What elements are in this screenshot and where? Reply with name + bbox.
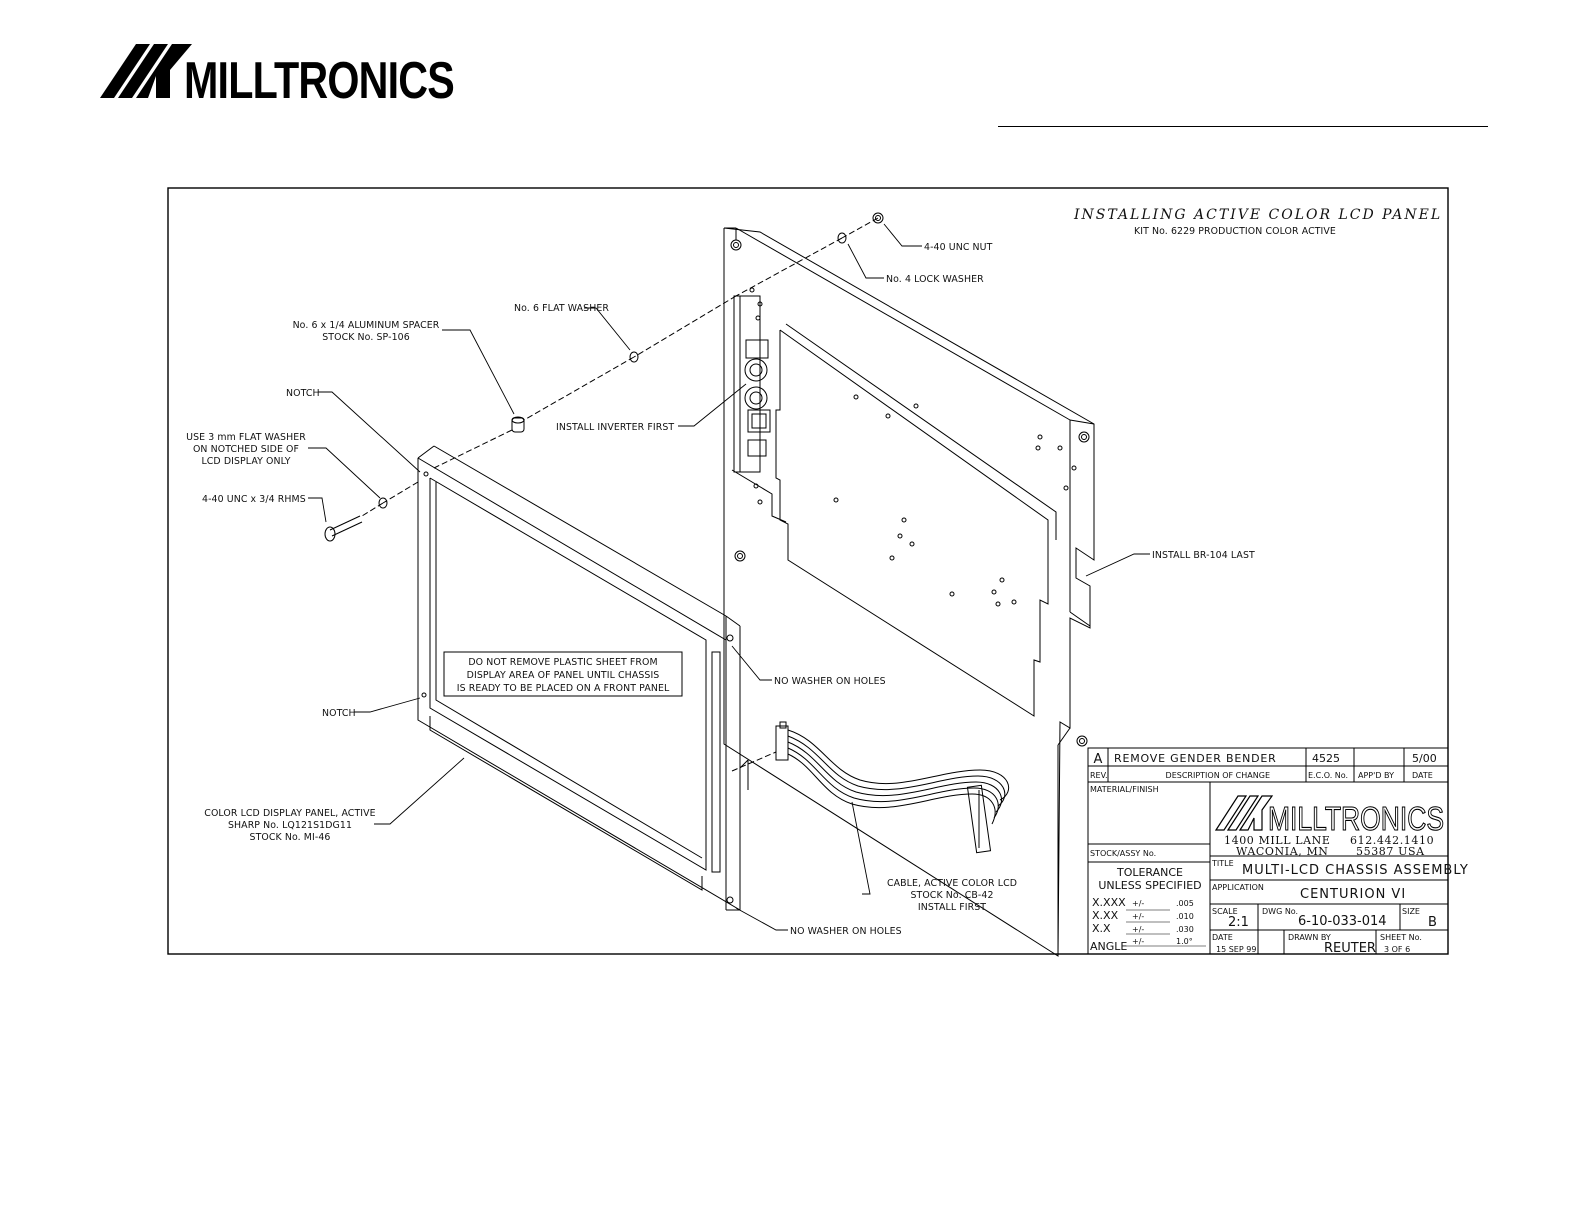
date-value: 15 SEP 99 bbox=[1216, 945, 1256, 954]
tolerance-row-2-pm: +/- bbox=[1132, 925, 1144, 934]
size-label: SIZE bbox=[1402, 907, 1420, 916]
sheet-value: 3 OF 6 bbox=[1384, 945, 1410, 954]
drawing-border bbox=[167, 187, 1449, 955]
stock-label: STOCK/ASSY No. bbox=[1090, 849, 1156, 858]
callout-panel-3: STOCK No. MI-46 bbox=[250, 832, 331, 843]
callout-inverter: INSTALL INVERTER FIRST bbox=[556, 422, 674, 433]
tolerance-row-1-value: .010 bbox=[1176, 912, 1194, 921]
tolerance-row-2-value: .030 bbox=[1176, 925, 1194, 934]
title-block-company-name: MILLTRONICS bbox=[1268, 800, 1444, 837]
rev-value: A bbox=[1094, 752, 1103, 767]
tolerance-row-0-value: .005 bbox=[1176, 899, 1194, 908]
rev-header-date: DATE bbox=[1412, 771, 1433, 780]
company-zip: 55387 USA bbox=[1356, 845, 1425, 858]
tolerance-line-2: UNLESS SPECIFIED bbox=[1098, 879, 1201, 892]
logo-text: MILLTRONICS bbox=[184, 52, 454, 104]
tolerance-row-3-pm: +/- bbox=[1132, 937, 1144, 946]
callout-spacer-1: No. 6 x 1/4 ALUMINUM SPACER bbox=[293, 320, 440, 331]
callout-no-washer-top: NO WASHER ON HOLES bbox=[774, 676, 886, 687]
size-value: B bbox=[1428, 915, 1437, 930]
warning-line-2: DISPLAY AREA OF PANEL UNTIL CHASSIS bbox=[467, 670, 660, 681]
callout-panel-2: SHARP No. LQ121S1DG11 bbox=[228, 820, 352, 831]
tolerance-row-3-value: 1.0° bbox=[1176, 937, 1193, 946]
title-value: MULTI-LCD CHASSIS ASSEMBLY bbox=[1242, 863, 1469, 878]
rev-description: REMOVE GENDER BENDER bbox=[1114, 752, 1277, 765]
logo-mark: MILLTRONICS bbox=[100, 44, 455, 110]
warning-line-1: DO NOT REMOVE PLASTIC SHEET FROM bbox=[468, 657, 657, 668]
callout-screw: 4-40 UNC x 3/4 RHMS bbox=[202, 494, 306, 505]
application-value: CENTURION VI bbox=[1300, 887, 1406, 902]
callout-use-washer-3: LCD DISPLAY ONLY bbox=[201, 456, 290, 467]
tolerance-row-0-label: X.XXX bbox=[1092, 896, 1126, 909]
hardware bbox=[324, 212, 884, 772]
callout-cable-2: STOCK No. CB-42 bbox=[910, 890, 993, 901]
drawing-title: INSTALLING ACTIVE COLOR LCD PANEL bbox=[1073, 207, 1442, 223]
callout-no-washer-bottom: NO WASHER ON HOLES bbox=[790, 926, 902, 937]
title-block bbox=[1087, 747, 1449, 955]
material-label: MATERIAL/FINISH bbox=[1090, 785, 1159, 794]
chassis-plate bbox=[723, 227, 1095, 957]
rev-header-rev: REV. bbox=[1090, 771, 1108, 780]
milltronics-logo: MILLTRONICS bbox=[100, 40, 480, 110]
company-phone: 612.442.1410 bbox=[1350, 834, 1434, 847]
tolerance-row-0-pm: +/- bbox=[1132, 899, 1144, 908]
scale-value: 2:1 bbox=[1228, 915, 1249, 930]
callout-use-washer-1: USE 3 mm FLAT WASHER bbox=[186, 432, 306, 443]
rev-header-eco: E.C.O. No. bbox=[1308, 771, 1348, 780]
rev-eco: 4525 bbox=[1312, 752, 1340, 765]
callout-lock-washer: No. 4 LOCK WASHER bbox=[886, 274, 984, 285]
rev-header-description: DESCRIPTION OF CHANGE bbox=[1166, 771, 1270, 780]
callout-bracket: INSTALL BR-104 LAST bbox=[1152, 550, 1255, 561]
sheet-label: SHEET No. bbox=[1380, 933, 1422, 942]
header-rule bbox=[998, 126, 1488, 127]
callout-notch-top: NOTCH bbox=[286, 388, 320, 399]
callout-flat-washer: No. 6 FLAT WASHER bbox=[514, 303, 609, 314]
leader-lines bbox=[308, 223, 1150, 931]
scale-label: SCALE bbox=[1212, 907, 1238, 916]
tolerance-row-3-label: ANGLE bbox=[1090, 940, 1127, 953]
tolerance-row-2-label: X.X bbox=[1092, 922, 1111, 935]
callout-nut: 4-40 UNC NUT bbox=[924, 242, 993, 253]
title-block-logo bbox=[1214, 795, 1274, 831]
dwg-value: 6-10-033-014 bbox=[1298, 914, 1387, 929]
rev-date: 5/00 bbox=[1412, 752, 1437, 765]
callout-panel-1: COLOR LCD DISPLAY PANEL, ACTIVE bbox=[204, 808, 375, 819]
rev-header-approved: APP'D BY bbox=[1358, 771, 1394, 780]
date-label: DATE bbox=[1212, 933, 1233, 942]
callout-cable-3: INSTALL FIRST bbox=[918, 902, 986, 913]
tolerance-row-1-pm: +/- bbox=[1132, 912, 1144, 921]
drawn-label: DRAWN BY bbox=[1288, 933, 1331, 942]
application-label: APPLICATION bbox=[1212, 883, 1264, 892]
tolerance-line-1: TOLERANCE bbox=[1116, 866, 1183, 879]
company-city: WACONIA, MN bbox=[1236, 845, 1329, 858]
lcd-cable bbox=[775, 721, 1010, 854]
dwg-label: DWG No. bbox=[1262, 907, 1298, 916]
tolerance-row-1-label: X.XX bbox=[1092, 909, 1119, 922]
drawing-subtitle: KIT No. 6229 PRODUCTION COLOR ACTIVE bbox=[1134, 226, 1336, 237]
callout-notch-bottom: NOTCH bbox=[322, 708, 356, 719]
warning-line-3: IS READY TO BE PLACED ON A FRONT PANEL bbox=[457, 683, 670, 694]
lcd-panel bbox=[417, 445, 749, 911]
title-label: TITLE bbox=[1211, 859, 1234, 868]
callout-cable-1: CABLE, ACTIVE COLOR LCD bbox=[887, 878, 1017, 889]
company-address: 1400 MILL LANE bbox=[1224, 834, 1331, 847]
warning-box bbox=[443, 651, 683, 697]
callout-spacer-2: STOCK No. SP-106 bbox=[322, 332, 410, 343]
drawn-value: REUTER bbox=[1324, 941, 1376, 956]
callout-use-washer-2: ON NOTCHED SIDE OF bbox=[193, 444, 299, 455]
